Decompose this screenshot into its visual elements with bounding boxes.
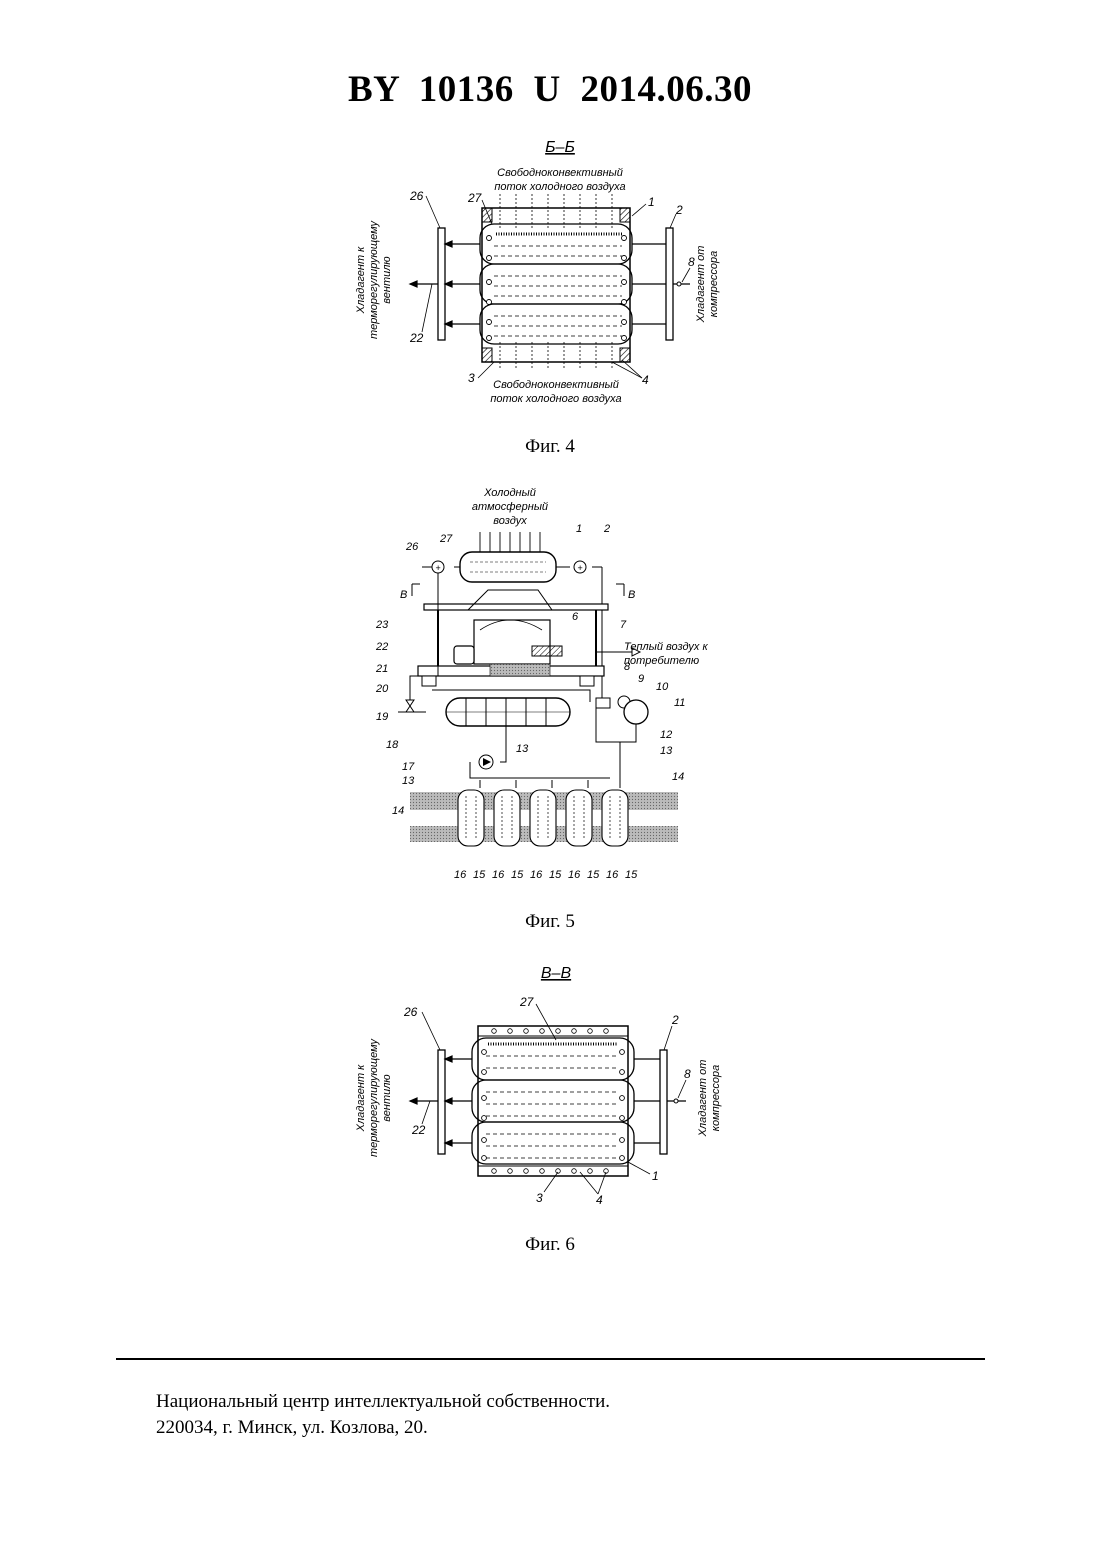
publisher-name: Национальный центр интеллектуальной собс… — [156, 1389, 610, 1415]
fig5-ref-11: 11 — [674, 697, 685, 709]
fig5-ref-23: 23 — [375, 619, 389, 631]
fig5-ref-8: 8 — [624, 661, 631, 673]
fig6-ref-8: 8 — [684, 1067, 691, 1081]
fig6-right-refrigerant-label: Хладагент от — [697, 1060, 709, 1138]
fig6-ref-26: 26 — [403, 1005, 418, 1019]
fig6-left-refrigerant-label: терморегулирующему — [368, 1037, 380, 1157]
fig4-right-refrigerant-label: компрессора — [708, 251, 720, 317]
fig5-bottom-ref: 16 — [606, 869, 619, 881]
fig4-ref-2: 2 — [675, 203, 683, 217]
fig6-left-refrigerant-label: Хладагент к — [355, 1064, 367, 1133]
fig5-ref-6: 6 — [572, 611, 579, 623]
fig6-ref-22: 22 — [411, 1123, 426, 1137]
fig5-cold-air-label: атмосферный — [472, 501, 548, 513]
figure-4-drawing: Б–Б Свободноконвективный поток холодного… — [360, 130, 740, 420]
fig4-air-top-label: Свободноконвективный — [497, 167, 623, 179]
fig5-ref-9: 9 — [638, 673, 644, 685]
fig4-ref-4: 4 — [642, 373, 649, 387]
fig4-ref-26: 26 — [409, 189, 424, 203]
fig4-air-bottom-label: поток холодного воздуха — [490, 393, 621, 405]
fig4-left-refrigerant-label: терморегулирующему — [368, 219, 380, 339]
fig5-ref-7: 7 — [620, 619, 627, 631]
fig5-ref-21: 21 — [375, 663, 388, 675]
fig5-section-left: В — [400, 589, 407, 601]
fig4-right-refrigerant-label: Хладагент от — [695, 246, 707, 324]
fig5-bottom-ref: 15 — [473, 869, 486, 881]
fig5-ref-1: 1 — [576, 523, 582, 535]
figure-6-caption: Фиг. 6 — [0, 1234, 1100, 1256]
fig5-ref-18: 18 — [386, 739, 399, 751]
fig5-ref-2: 2 — [603, 523, 610, 535]
document-header: BY 10136 U 2014.06.30 — [0, 68, 1100, 111]
fig5-ref-26: 26 — [405, 541, 419, 553]
fig5-bottom-ref: 16 — [492, 869, 505, 881]
fig4-left-refrigerant-label: вентилю — [381, 256, 393, 303]
fig5-ref-12: 12 — [660, 729, 672, 741]
fig6-ref-4: 4 — [596, 1193, 603, 1207]
figure-6-drawing: В–В Хладагент к терморегу — [360, 958, 750, 1208]
figure-4-caption: Фиг. 4 — [0, 436, 1100, 458]
fig5-ref-13: 13 — [516, 743, 529, 755]
fig4-ref-8: 8 — [688, 255, 695, 269]
fig5-ref-10: 10 — [656, 681, 669, 693]
fig5-cold-air-label: Холодный — [483, 487, 536, 499]
fig4-section-title: Б–Б — [545, 139, 575, 156]
fig5-ref-13: 13 — [402, 775, 415, 787]
svg-text:+: + — [577, 563, 582, 573]
fig5-bottom-ref: 15 — [625, 869, 638, 881]
publisher-footer: Национальный центр интеллектуальной собс… — [156, 1389, 610, 1441]
fig5-ref-27: 27 — [439, 533, 453, 545]
fig5-ref-17: 17 — [402, 761, 415, 773]
fig4-left-refrigerant-label: Хладагент к — [355, 246, 367, 315]
figure-5-caption: Фиг. 5 — [0, 911, 1100, 933]
fig5-bottom-ref: 16 — [454, 869, 467, 881]
fig5-ref-13: 13 — [660, 745, 673, 757]
fig5-cold-air-label: воздух — [493, 515, 527, 527]
fig5-ref-19: 19 — [376, 711, 388, 723]
fig5-bottom-ref: 15 — [549, 869, 562, 881]
fig5-ref-20: 20 — [375, 683, 389, 695]
fig4-ref-22: 22 — [409, 331, 424, 345]
fig4-air-top-label: поток холодного воздуха — [494, 181, 625, 193]
fig6-ref-27: 27 — [519, 995, 535, 1009]
fig5-bottom-ref: 16 — [568, 869, 581, 881]
fig6-left-refrigerant-label: вентилю — [381, 1074, 393, 1121]
figure-5-drawing: Холодный атмосферный воздух + + Теплый в… — [370, 480, 730, 890]
fig4-ref-3: 3 — [468, 371, 475, 385]
fig5-warm-air-label: потребителю — [624, 655, 699, 667]
fig6-ref-2: 2 — [671, 1013, 679, 1027]
fig4-ref-1: 1 — [648, 195, 655, 209]
svg-text:+: + — [435, 563, 440, 573]
fig5-ref-22: 22 — [375, 641, 388, 653]
fig5-ref-14: 14 — [392, 805, 404, 817]
fig5-bottom-ref: 16 — [530, 869, 543, 881]
fig5-bottom-ref: 15 — [511, 869, 524, 881]
fig4-air-bottom-label: Свободноконвективный — [493, 379, 619, 391]
fig6-right-refrigerant-label: компрессора — [710, 1065, 722, 1131]
fig4-ref-27: 27 — [467, 191, 483, 205]
fig5-warm-air-label: Теплый воздух к — [624, 641, 708, 653]
fig6-ref-3: 3 — [536, 1191, 543, 1205]
fig6-ref-1: 1 — [652, 1169, 659, 1183]
fig5-section-right: В — [628, 589, 635, 601]
fig5-ref-14: 14 — [672, 771, 684, 783]
footer-divider — [116, 1358, 985, 1360]
fig5-bottom-ref: 15 — [587, 869, 600, 881]
fig6-section-title: В–В — [541, 965, 572, 982]
publisher-address: 220034, г. Минск, ул. Козлова, 20. — [156, 1415, 610, 1441]
